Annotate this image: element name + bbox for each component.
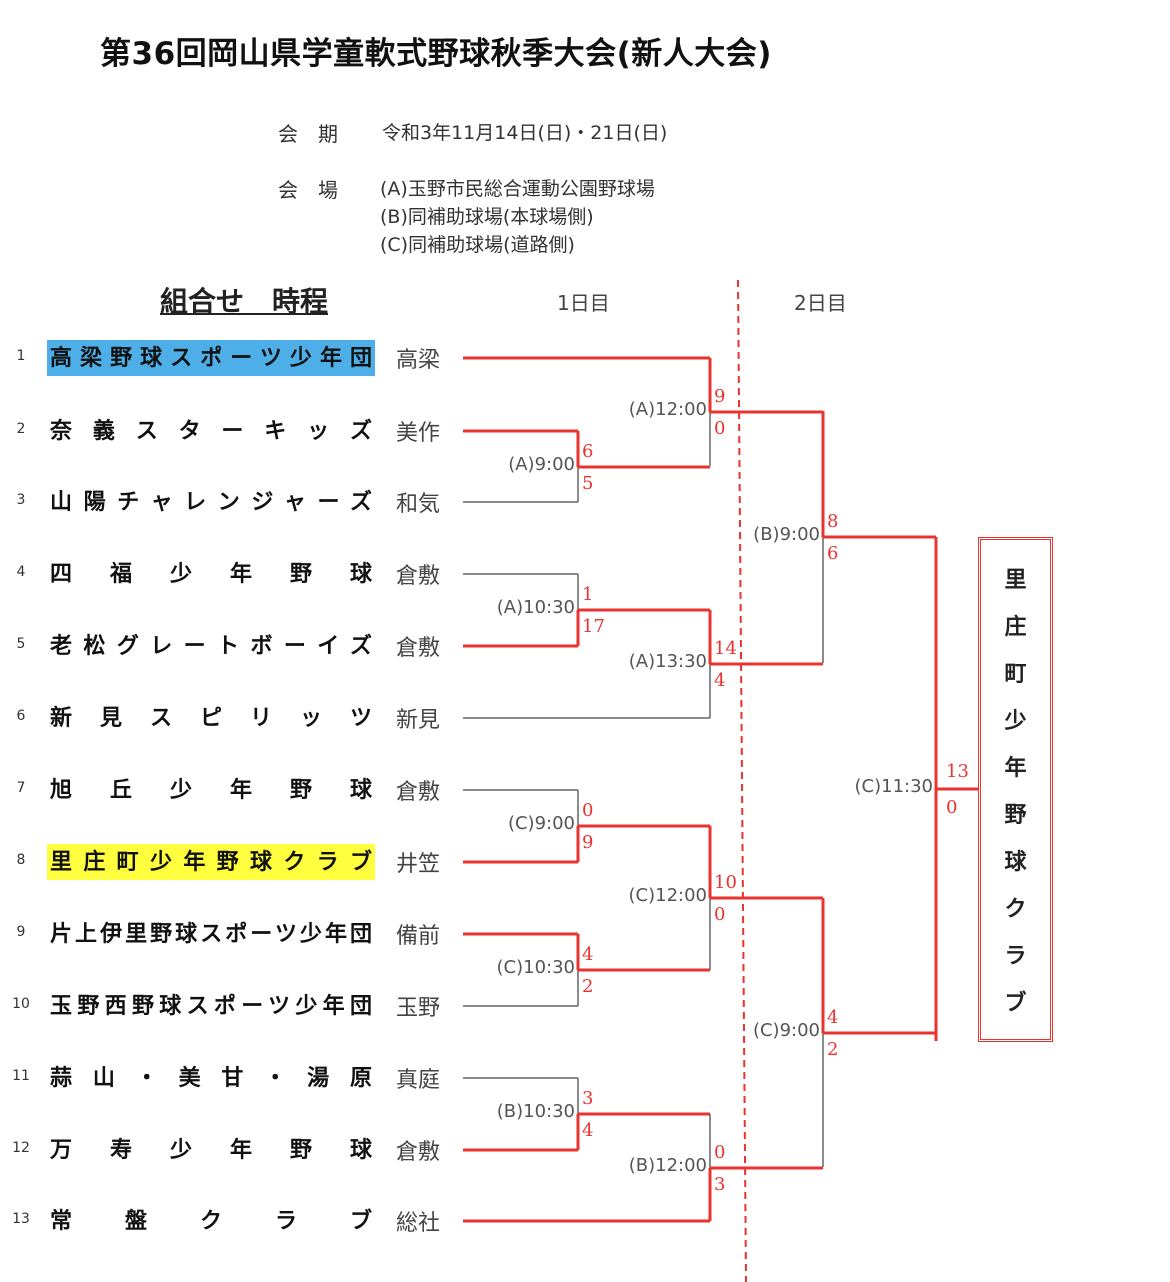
seed-number: 4 <box>16 564 26 580</box>
period-label: 会 期 <box>278 122 338 146</box>
champion-char: ブ <box>1004 990 1027 1017</box>
seed-number: 12 <box>12 1140 30 1156</box>
team-name: 万寿少年野球 <box>50 1137 372 1163</box>
match-time: (C)10:30 <box>496 957 576 978</box>
score-bottom: 5 <box>582 473 594 494</box>
champion-box: 里庄町少年野球クラブ <box>978 537 1053 1042</box>
match-time: (B)12:00 <box>628 1155 707 1176</box>
section-title: 組合せ 時程 <box>160 285 329 318</box>
team-region: 井笠 <box>396 852 441 877</box>
score-top: 9 <box>714 386 726 407</box>
team-name: 高梁野球スポーツ少年団 <box>47 340 375 376</box>
team-name: 山陽チャレンジャーズ <box>50 489 372 515</box>
score-bottom: 4 <box>714 670 726 691</box>
team-region: 倉敷 <box>396 780 441 805</box>
team-region: 備前 <box>396 924 441 949</box>
team-name: 玉野西野球スポーツ少年団 <box>50 993 372 1019</box>
venue-a: (A)玉野市民総合運動公園野球場 <box>380 178 655 200</box>
team-name: 蒜山・美甘・湯原 <box>50 1065 372 1091</box>
team-name: 常盤クラブ <box>50 1208 372 1234</box>
venue-c: (C)同補助球場(道路側) <box>380 234 575 256</box>
score-top: 3 <box>582 1088 594 1109</box>
score-bottom: 0 <box>946 797 958 818</box>
team-name: 四福少年野球 <box>50 561 372 587</box>
champion-char: 里 <box>1004 566 1027 593</box>
seed-number: 11 <box>12 1068 30 1084</box>
team-name: 新見スピリッツ <box>50 705 372 731</box>
match-time: (C)11:30 <box>854 776 934 797</box>
match-time: (A)9:00 <box>508 454 575 475</box>
score-bottom: 3 <box>714 1174 726 1195</box>
match-time: (A)10:30 <box>496 597 575 618</box>
champion-char: 年 <box>1004 754 1027 781</box>
champion-char: 野 <box>1004 802 1027 829</box>
score-top: 1 <box>582 584 594 605</box>
match-time: (B)9:00 <box>753 524 820 545</box>
score-bottom: 17 <box>582 616 605 637</box>
seed-number: 3 <box>16 492 26 508</box>
score-top: 8 <box>827 511 839 532</box>
score-top: 0 <box>714 1142 726 1163</box>
match-time: (B)10:30 <box>496 1101 575 1122</box>
match-time: (C)12:00 <box>628 885 708 906</box>
match-time: (C)9:00 <box>507 813 575 834</box>
team-name: 旭丘少年野球 <box>50 777 372 803</box>
team-region: 玉野 <box>396 996 441 1021</box>
team-region: 高梁 <box>396 348 441 373</box>
team-region: 美作 <box>396 421 441 446</box>
score-top: 4 <box>827 1007 839 1028</box>
seed-number: 2 <box>16 421 26 437</box>
score-bottom: 0 <box>714 904 726 925</box>
day-2-header: 2日目 <box>794 291 847 315</box>
team-name: 里庄町少年野球クラブ <box>47 844 375 880</box>
day-divider-line <box>737 279 747 1282</box>
seed-number: 9 <box>16 924 26 940</box>
score-bottom: 2 <box>827 1039 839 1060</box>
match-time: (A)12:00 <box>628 399 707 420</box>
score-top: 4 <box>582 944 594 965</box>
champion-char: 球 <box>1004 849 1027 876</box>
score-top: 13 <box>946 761 969 782</box>
score-bottom: 4 <box>582 1120 594 1141</box>
seed-number: 10 <box>12 996 30 1012</box>
period-value: 令和3年11月14日(日)・21日(日) <box>382 122 668 144</box>
team-region: 総社 <box>396 1211 441 1236</box>
team-region: 新見 <box>396 708 441 733</box>
team-region: 倉敷 <box>396 564 441 589</box>
team-name: 片上伊里野球スポーツ少年団 <box>50 921 372 947</box>
seed-number: 13 <box>12 1211 30 1227</box>
team-region: 倉敷 <box>396 1140 441 1165</box>
seed-number: 1 <box>16 348 26 364</box>
page-title: 第36回岡山県学童軟式野球秋季大会(新人大会) <box>100 36 772 72</box>
venue-label: 会 場 <box>278 178 338 202</box>
seed-number: 6 <box>16 708 26 724</box>
team-region: 真庭 <box>396 1068 441 1093</box>
champion-char: ク <box>1004 896 1027 923</box>
score-bottom: 2 <box>582 976 594 997</box>
score-bottom: 0 <box>714 418 726 439</box>
score-bottom: 9 <box>582 832 594 853</box>
score-top: 6 <box>582 441 594 462</box>
seed-number: 7 <box>16 780 26 796</box>
score-top: 14 <box>714 638 737 659</box>
score-bottom: 6 <box>827 543 839 564</box>
score-top: 10 <box>714 872 737 893</box>
day-1-header: 1日目 <box>557 291 610 315</box>
venue-b: (B)同補助球場(本球場側) <box>380 206 594 228</box>
score-top: 0 <box>582 800 594 821</box>
champion-char: 町 <box>1004 660 1027 687</box>
team-region: 和気 <box>396 492 441 517</box>
team-region: 倉敷 <box>396 636 441 661</box>
match-time: (C)9:00 <box>752 1020 820 1041</box>
champion-char: 少 <box>1004 707 1027 734</box>
team-name: 老松グレートボーイズ <box>50 633 372 659</box>
seed-number: 8 <box>16 852 26 868</box>
champion-char: ラ <box>1004 943 1027 970</box>
champion-char: 庄 <box>1004 613 1027 640</box>
match-time: (A)13:30 <box>628 651 707 672</box>
seed-number: 5 <box>16 636 26 652</box>
team-name: 奈義スターキッズ <box>50 418 372 444</box>
